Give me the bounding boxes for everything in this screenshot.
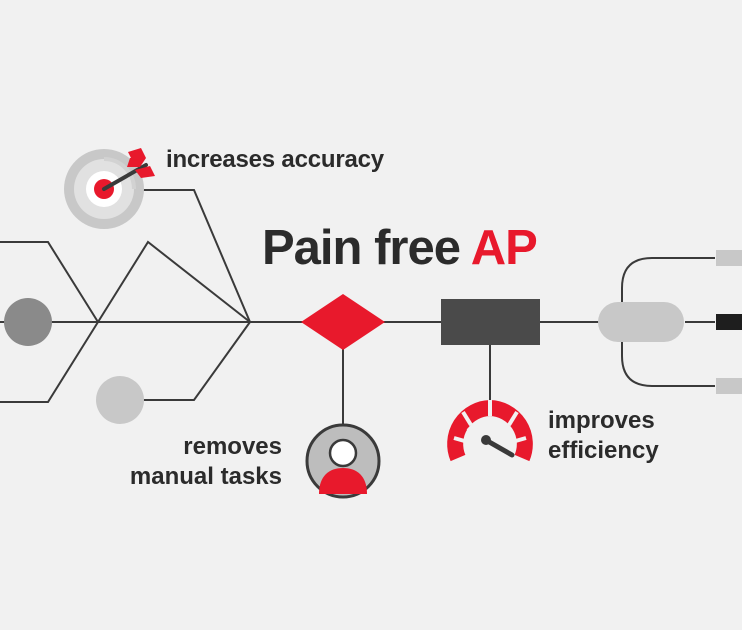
right-bar-middle [716, 314, 742, 330]
right-bar-upper [716, 250, 742, 266]
left-node-dark-circle [4, 298, 52, 346]
label-improves-efficiency: improves efficiency [548, 406, 659, 466]
label-manual-line2: manual tasks [129, 463, 282, 490]
process-rectangle-shape [441, 299, 540, 345]
connector-lower-branch [140, 321, 251, 401]
label-removes-manual-tasks: removes manual tasks [130, 432, 282, 492]
connector-left-upper [0, 241, 99, 323]
connector-right-upper [621, 257, 715, 312]
page-title: Pain free AP [262, 220, 538, 276]
terminal-pill-shape [598, 302, 684, 342]
target-with-dart-icon [64, 148, 155, 229]
speedometer-icon [447, 400, 533, 462]
connector-right-lower [621, 332, 715, 387]
label-increases-accuracy: increases accuracy [166, 146, 384, 173]
label-efficiency-line1: improves [548, 407, 655, 434]
label-manual-line1: removes [183, 433, 282, 460]
title-accent: AP [470, 221, 538, 275]
person-icon [305, 423, 381, 499]
connector-target-branch [140, 189, 251, 323]
connector-upper-branch [97, 240, 251, 323]
connector-left-lower [0, 321, 99, 403]
lower-node-light-circle [96, 376, 144, 424]
label-efficiency-line2: efficiency [548, 437, 659, 464]
right-bar-lower [716, 378, 742, 394]
decision-diamond-shape [301, 294, 385, 350]
title-main: Pain free [262, 221, 461, 275]
